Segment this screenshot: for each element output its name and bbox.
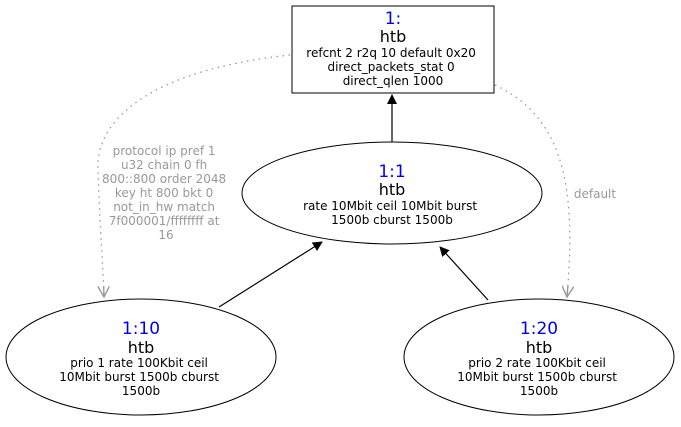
filter-edge-label: protocol ip pref 1 u32 chain 0 fh 800::8… [102,144,230,242]
node-root-id: 1: [385,9,402,29]
node-1-1-kind: htb [379,180,406,199]
node-class-1-1: 1:1 htb rate 10Mbit ceil 10Mbit burst 15… [241,141,543,245]
node-1-1-id: 1:1 [378,162,405,182]
node-root-box [291,5,495,94]
default-edge-root-to-1-20 [494,84,570,297]
default-edge-label: default [574,187,617,201]
node-root-kind: htb [380,27,407,46]
node-class-1-10: 1:10 htb prio 1 rate 100Kbit ceil 10Mbit… [5,298,277,416]
node-root-qdisc: 1: htb refcnt 2 r2q 10 default 0x20 dire… [291,5,495,94]
node-1-10-kind: htb [128,338,155,357]
node-root-details: refcnt 2 r2q 10 default 0x20 direct_pack… [306,46,479,88]
node-1-20-id: 1:20 [520,319,558,339]
node-1-10-ellipse [5,298,277,416]
node-1-20-details: prio 2 rate 100Kbit ceil 10Mbit burst 15… [457,356,621,398]
node-1-10-details: prio 1 rate 100Kbit ceil 10Mbit burst 15… [59,356,223,398]
edge-1-10-to-1-1 [218,241,323,308]
node-1-10-id: 1:10 [122,319,160,339]
edge-1-20-to-1-1 [439,246,489,301]
node-class-1-20: 1:20 htb prio 2 rate 100Kbit ceil 10Mbit… [403,298,675,416]
node-1-20-ellipse [403,298,675,416]
node-1-1-ellipse [241,141,543,245]
node-1-20-kind: htb [526,338,553,357]
node-1-1-details: rate 10Mbit ceil 10Mbit burst 1500b cbur… [303,199,481,227]
